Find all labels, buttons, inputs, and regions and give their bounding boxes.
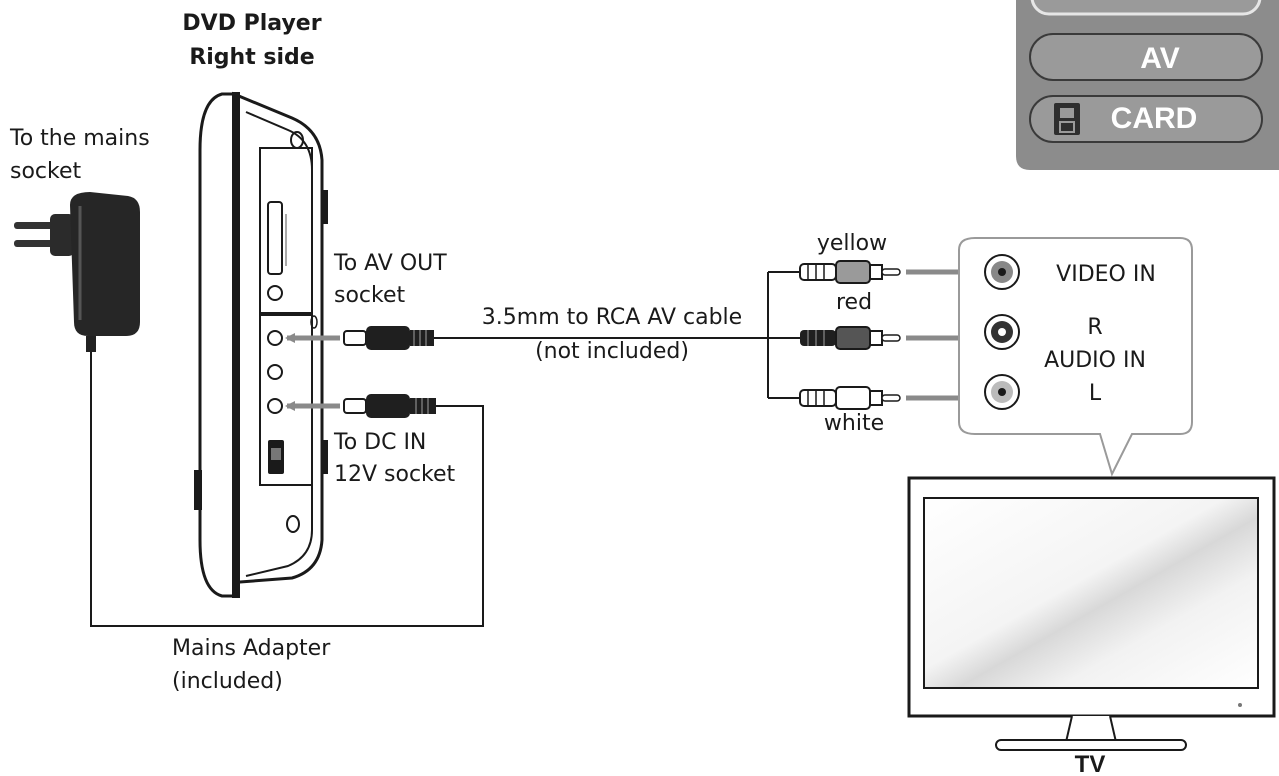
audio-l-label: L bbox=[1089, 381, 1102, 406]
dc-plug-icon bbox=[343, 394, 436, 418]
jack-plug-icon bbox=[343, 326, 434, 350]
adapter-cable bbox=[90, 352, 484, 627]
av-out-label-2: socket bbox=[334, 283, 406, 308]
rca-plug-icon bbox=[799, 260, 901, 410]
tv-label: TV bbox=[1075, 751, 1106, 776]
wall-plug-adapter-icon bbox=[14, 192, 140, 352]
av-out-label-1: To AV OUT bbox=[333, 251, 447, 276]
white-label: white bbox=[824, 411, 884, 436]
audio-in-label: AUDIO IN bbox=[1044, 348, 1146, 373]
card-button-label: CARD bbox=[1111, 102, 1198, 135]
adapter-label-1: Mains Adapter bbox=[172, 636, 331, 661]
audio-r-label: R bbox=[1087, 315, 1102, 340]
yellow-label: yellow bbox=[817, 231, 887, 256]
cable-label-2: (not included) bbox=[535, 339, 689, 364]
card-icon bbox=[1054, 103, 1080, 135]
adapter-label-2: (included) bbox=[172, 669, 283, 694]
dvd-player-side bbox=[194, 91, 328, 598]
card-button[interactable]: CARD bbox=[1029, 95, 1263, 143]
red-label: red bbox=[836, 290, 872, 315]
header-subtitle: Right side bbox=[189, 45, 314, 70]
av-button[interactable]: AV bbox=[1029, 33, 1263, 81]
tv-input-callout bbox=[958, 237, 1193, 477]
dc-in-label-1: To DC IN bbox=[333, 430, 426, 455]
dc-in-label-2: 12V socket bbox=[334, 462, 456, 487]
tv-icon bbox=[907, 476, 1276, 751]
mains-socket-label-1: To the mains bbox=[9, 126, 150, 151]
header-title: DVD Player bbox=[182, 11, 321, 36]
source-panel bbox=[1016, 0, 1279, 170]
video-in-label: VIDEO IN bbox=[1056, 262, 1156, 287]
rca-socket-icon bbox=[984, 254, 1020, 410]
av-button-label: AV bbox=[1140, 42, 1179, 75]
mains-socket-label-2: socket bbox=[10, 159, 82, 184]
cable-label-1: 3.5mm to RCA AV cable bbox=[482, 305, 742, 330]
